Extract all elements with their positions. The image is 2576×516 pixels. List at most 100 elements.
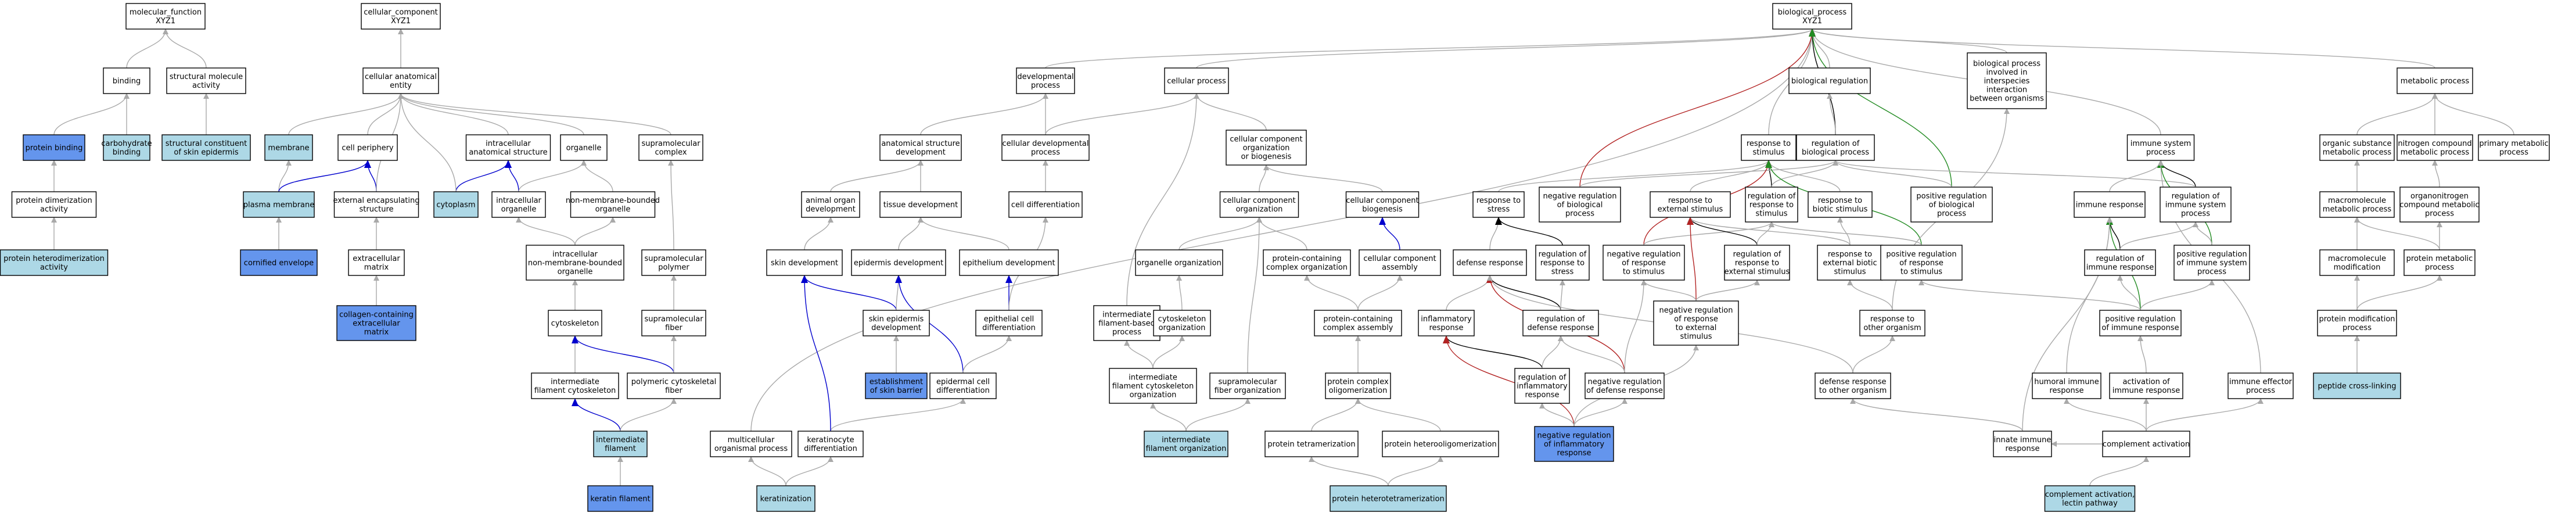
node-cytoplasm[interactable]: cytoplasm bbox=[433, 191, 479, 218]
node-binding[interactable]: binding bbox=[103, 67, 150, 94]
node-protheterotetra[interactable]: protein heterotetramerization bbox=[1330, 485, 1447, 512]
node-intranonmem[interactable]: intracellularnon-membrane-boundedorganel… bbox=[526, 245, 624, 281]
node-cytoskeleton[interactable]: cytoskeleton bbox=[548, 310, 602, 336]
node-complementlectin[interactable]: complement activation,lectin pathway bbox=[2044, 485, 2136, 512]
node-cellproc[interactable]: cellular process bbox=[1164, 67, 1229, 94]
node-metabproc[interactable]: metabolic process bbox=[2397, 67, 2473, 94]
node-protheterolig[interactable]: protein heterooligomerization bbox=[1382, 431, 1499, 457]
node-organelleorg[interactable]: organelle organization bbox=[1135, 249, 1223, 276]
node-defresp[interactable]: defense response bbox=[1453, 249, 1527, 276]
node-skindev[interactable]: skin development bbox=[766, 249, 843, 276]
node-tissuedev[interactable]: tissue development bbox=[879, 191, 962, 218]
node-keratinization[interactable]: keratinization bbox=[756, 485, 815, 512]
node-immresp[interactable]: immune response bbox=[2074, 191, 2146, 218]
node-protbinding[interactable]: protein binding bbox=[23, 134, 85, 161]
node-membrane[interactable]: membrane bbox=[264, 134, 313, 161]
node-epidev[interactable]: epidermis development bbox=[851, 249, 946, 276]
node-epithdev[interactable]: epithelium development bbox=[959, 249, 1059, 276]
node-bioreg[interactable]: biological regulation bbox=[1788, 67, 1871, 94]
node-cornified[interactable]: cornified envelope bbox=[240, 249, 318, 276]
node-celldiff[interactable]: cell differentiation bbox=[1008, 191, 1083, 218]
node-keratinfil[interactable]: keratin filament bbox=[587, 485, 653, 512]
node-organelle[interactable]: organelle bbox=[560, 134, 608, 161]
node-cellperiph[interactable]: cell periphery bbox=[337, 134, 398, 161]
